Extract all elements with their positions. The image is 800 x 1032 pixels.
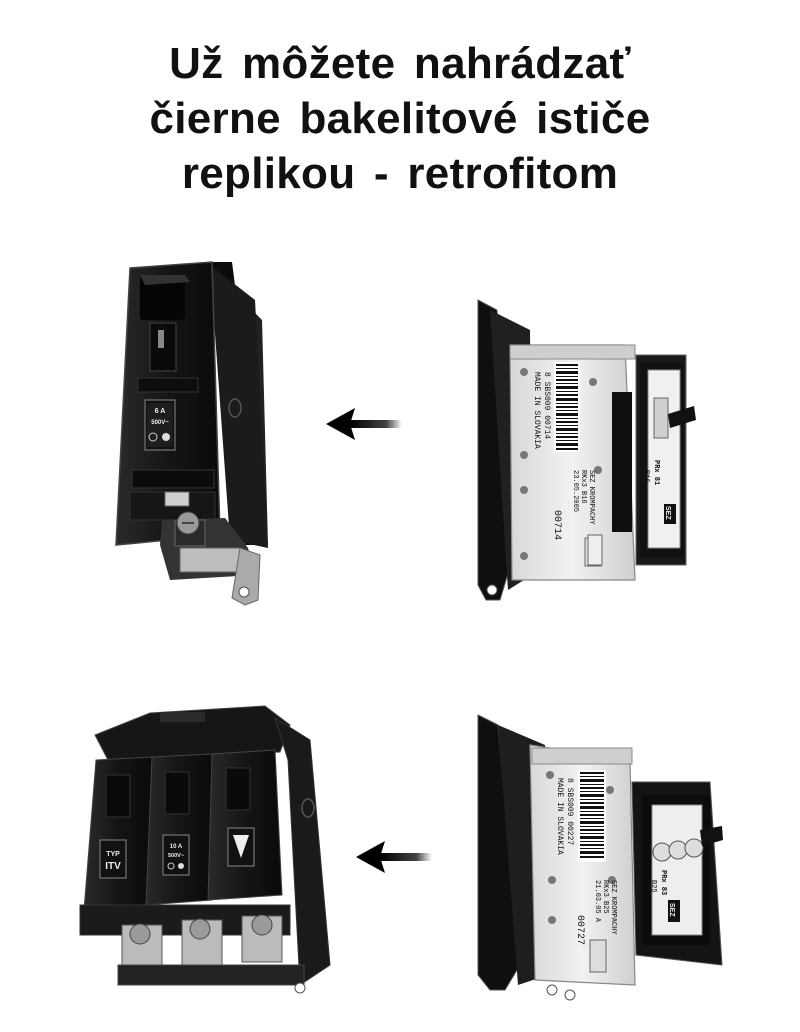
arrow-left-top bbox=[326, 408, 402, 440]
new-triple-logo: SEZ bbox=[668, 903, 675, 917]
new-triple-type: RKx3 B25 bbox=[601, 880, 609, 914]
headline-line-2: čierne bakelitové ističe bbox=[149, 94, 651, 143]
new-triple-retrofit: 8 SBS009 00227 MADE IN SLOVAKIA SEZ KROM… bbox=[477, 714, 723, 1001]
new-single-logo: SEZ bbox=[664, 506, 671, 520]
headline-line-1: Už môžete nahrádzať bbox=[169, 39, 631, 88]
old-single-rating: 6 A bbox=[155, 408, 166, 415]
old-triple-type-line1: TYP bbox=[106, 851, 120, 858]
new-single-date: 23.05.2005 bbox=[571, 470, 579, 512]
new-single-model: PRx 81 bbox=[652, 460, 660, 485]
new-single-serial: 00714 bbox=[551, 510, 562, 540]
old-triple-rating: 10 A bbox=[170, 844, 183, 850]
new-single-rating: B16 bbox=[642, 470, 650, 483]
old-triple-type-line2: ITV bbox=[105, 861, 121, 872]
new-triple-serial: 00727 bbox=[574, 915, 585, 945]
headline: Už môžete nahrádzať čierne bakelitové is… bbox=[0, 36, 800, 201]
barcode bbox=[554, 362, 580, 452]
headline-line-3: replikou - retrofitom bbox=[181, 149, 619, 198]
new-triple-origin: MADE IN SLOVAKIA bbox=[555, 778, 564, 855]
new-triple-maker: SEZ KROMPACHY bbox=[609, 880, 617, 935]
new-triple-model: PRx 83 bbox=[659, 870, 667, 895]
arrow-left-bottom bbox=[356, 841, 432, 873]
old-triple-voltage: 500V~ bbox=[168, 853, 184, 859]
new-triple-rating: B25 bbox=[649, 880, 657, 893]
old-triple-breaker: TYP ITV 10 A 500V~ bbox=[79, 705, 331, 994]
new-single-retrofit: 8 SBS009 00714 MADE IN SLOVAKIA SEZ KROM… bbox=[477, 299, 696, 601]
new-single-type: RKx3 B16 bbox=[579, 470, 587, 504]
new-single-code: 8 SBS009 00714 bbox=[542, 372, 551, 439]
old-single-voltage: 500V~ bbox=[151, 420, 169, 426]
barcode bbox=[578, 770, 606, 862]
new-triple-date: 21.03.05 A bbox=[593, 880, 601, 923]
new-single-origin: MADE IN SLOVAKIA bbox=[532, 372, 541, 449]
new-single-maker: SEZ KROMPACHY bbox=[587, 470, 595, 525]
old-single-breaker: 6 A 500V~ bbox=[115, 261, 268, 606]
new-triple-code: 8 SBS009 00227 bbox=[565, 778, 574, 845]
